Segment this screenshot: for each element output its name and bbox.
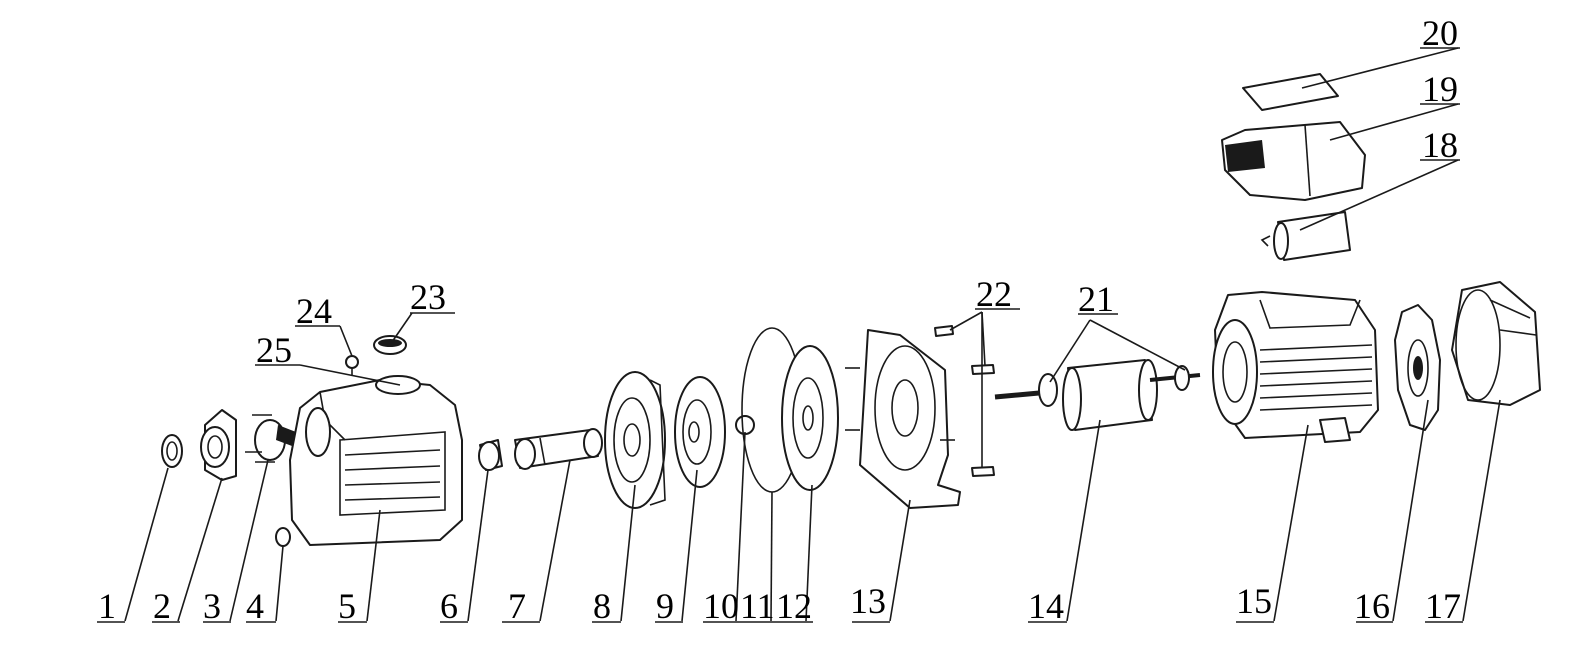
part-14-rotor (994, 359, 1201, 431)
callout-21: 21 (1078, 279, 1114, 319)
part-16-fan (1394, 304, 1441, 431)
callout-17: 17 (1425, 586, 1461, 626)
part-8-diffuser (604, 371, 666, 509)
callout-20: 20 (1422, 13, 1458, 53)
callout-2: 2 (153, 586, 171, 626)
part-12-seal-plate (781, 345, 839, 491)
callout-15: 15 (1236, 581, 1272, 621)
callout-13: 13 (850, 581, 886, 621)
part-6-nozzle (478, 439, 503, 471)
callout-23: 23 (410, 277, 446, 317)
part-4-plug (275, 527, 291, 547)
callout-labels: 1 2 3 4 5 6 7 8 9 10 11 12 13 14 15 16 1… (98, 13, 1461, 626)
callout-18: 18 (1422, 125, 1458, 165)
part-3-valve (245, 414, 296, 463)
part-5-pump-body (289, 375, 463, 546)
callout-1: 1 (98, 586, 116, 626)
part-23-cap (373, 335, 407, 355)
leader-lines (124, 47, 1501, 622)
part-24-screw (345, 355, 359, 376)
callout-14: 14 (1028, 586, 1064, 626)
part-19-terminal-box (1221, 121, 1366, 201)
part-17-fan-cover (1451, 281, 1541, 406)
part-15-motor-housing (1212, 291, 1379, 443)
callout-8: 8 (593, 586, 611, 626)
callout-3: 3 (203, 586, 221, 626)
callout-10: 10 (703, 586, 739, 626)
callout-underlines (97, 47, 1463, 623)
part-18-capacitor (1260, 211, 1351, 261)
part-20-cover-plate (1242, 73, 1339, 111)
part-7-venturi (514, 428, 603, 470)
callout-11: 11 (740, 586, 775, 626)
part-10-nut (735, 415, 755, 435)
callout-5: 5 (338, 586, 356, 626)
part-9-impeller (674, 376, 726, 488)
callout-16: 16 (1354, 586, 1390, 626)
callout-4: 4 (246, 586, 264, 626)
callout-9: 9 (656, 586, 674, 626)
callout-6: 6 (440, 586, 458, 626)
part-22-bolts (934, 325, 995, 477)
callout-22: 22 (976, 274, 1012, 314)
callout-25: 25 (256, 330, 292, 370)
part-13-bracket (845, 329, 961, 509)
part-2-flange (200, 409, 237, 481)
callout-7: 7 (508, 586, 526, 626)
part-1-plug (161, 434, 183, 468)
callout-12: 12 (776, 586, 812, 626)
callout-19: 19 (1422, 69, 1458, 109)
callout-24: 24 (296, 291, 332, 331)
